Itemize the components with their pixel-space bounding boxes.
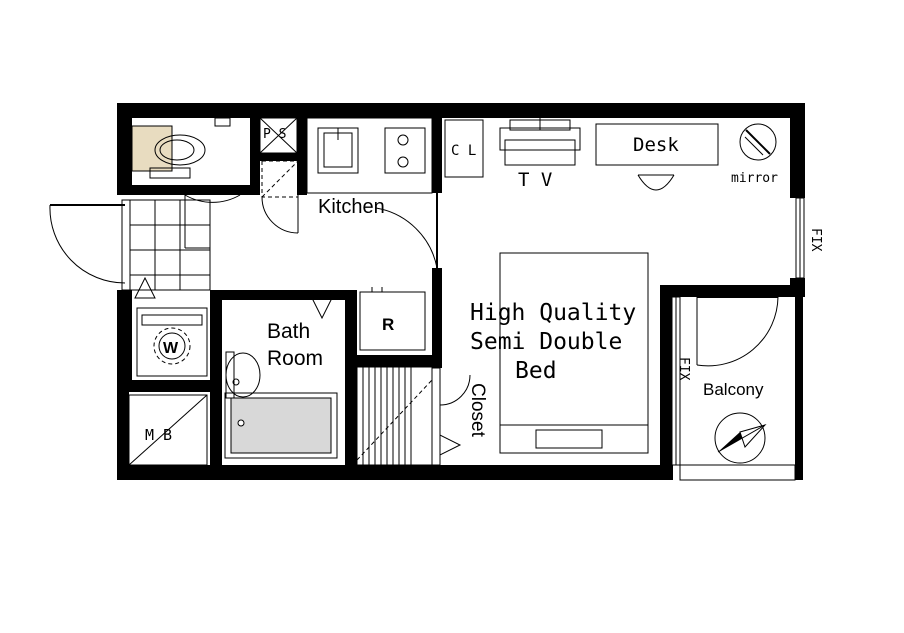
entrance [49,194,241,299]
tv-label: T V [518,169,552,191]
bed-label-3: Bed [515,358,557,384]
stove [384,127,426,174]
ps-label: P S [263,127,286,142]
bed: High Quality Semi Double Bed [470,252,649,454]
ps-shaft: P S [259,117,298,154]
compass-icon [714,412,767,464]
tv-unit: T V [499,118,581,191]
storage-door [261,160,299,234]
bath-label-2: Room [267,347,323,370]
fix-window-right: FIX [795,197,823,279]
fridge: R [359,287,426,351]
kitchen-label: Kitchen [318,196,385,218]
cl-closet: C L [444,119,484,178]
outer-walls [117,103,805,480]
bed-label-2: Semi Double [470,329,622,355]
balcony: FIX Balcony [671,296,796,481]
kitchen-door [375,193,438,269]
mirror-label: mirror [731,171,778,186]
toilet-bowl [154,134,206,166]
toilet [131,117,231,179]
interior-walls [117,103,805,480]
bathtub-outer [224,392,338,459]
washer-label: W [163,340,179,357]
mb-label: M B [145,426,172,444]
bath-label-1: Bath [267,320,310,343]
cl-label: C L [451,143,476,159]
mb-box: M B [128,394,208,466]
balcony-label: Balcony [703,380,764,399]
desk-label: Desk [633,134,679,156]
fix-label-balcony: FIX [676,357,691,381]
bathtub [230,397,332,454]
desk: Desk [595,123,719,191]
bed-label-1: High Quality [470,300,636,326]
toilet-tank [131,125,173,172]
bath-room: Bath Room [224,293,338,459]
washer: W [136,307,208,377]
fridge-label: R [382,315,394,334]
chair [637,174,675,191]
wash-basin [225,352,261,398]
closet-label: Closet [467,383,488,438]
mirror: mirror [731,123,778,186]
fix-label-right: FIX [808,228,823,252]
closet-storage: Closet [356,366,488,466]
kitchen-counter [306,117,433,194]
